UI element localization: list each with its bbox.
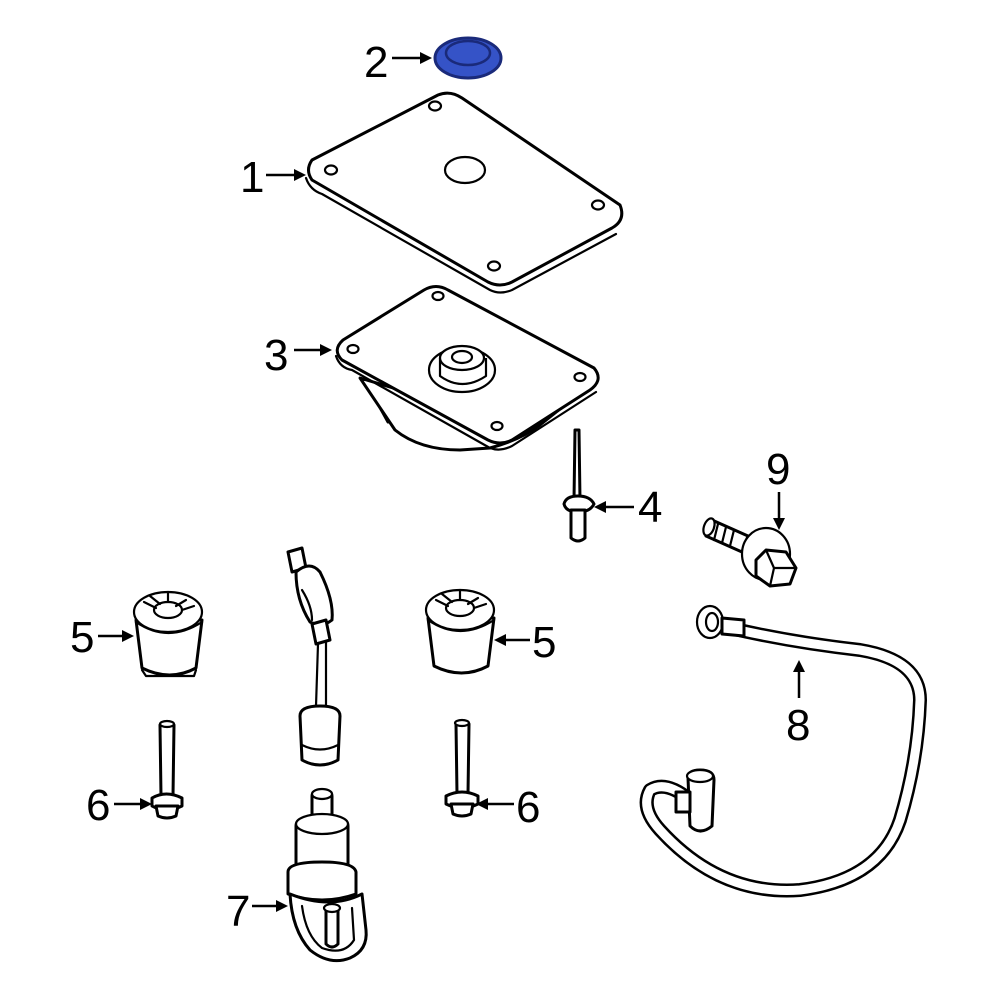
callout-5-left-label: 5 xyxy=(70,613,94,662)
callout-2-label: 2 xyxy=(364,38,388,87)
callout-9: 9 xyxy=(766,445,790,530)
callout-6-right-label: 6 xyxy=(516,783,540,832)
callout-1-label: 1 xyxy=(240,153,264,202)
callout-5-right-label: 5 xyxy=(532,618,556,667)
callout-4: 4 xyxy=(594,483,662,532)
part-4-rivet[interactable] xyxy=(562,428,596,543)
part-7-bracket[interactable] xyxy=(286,787,368,963)
callout-6-right: 6 xyxy=(476,783,540,832)
part-3-carrier-plate[interactable] xyxy=(286,285,600,555)
part-1-cover-plate[interactable] xyxy=(304,91,624,294)
callout-4-label: 4 xyxy=(638,483,662,532)
part-5-bumper-left[interactable] xyxy=(132,590,204,678)
part-9-bolt[interactable] xyxy=(701,517,798,588)
callout-5-left: 5 xyxy=(70,613,134,662)
callout-6-left: 6 xyxy=(86,781,152,830)
callout-5-right: 5 xyxy=(494,618,556,667)
part-6-bolt-left[interactable] xyxy=(150,719,184,820)
callout-2: 2 xyxy=(364,38,432,87)
callout-8: 8 xyxy=(786,660,810,750)
callout-6-left-label: 6 xyxy=(86,781,110,830)
part-8-hose[interactable] xyxy=(639,604,927,898)
part-5-bumper-right[interactable] xyxy=(424,588,496,675)
callout-1: 1 xyxy=(240,153,306,202)
carrier-cable-assembly[interactable] xyxy=(286,546,342,767)
callout-9-label: 9 xyxy=(766,445,790,494)
part-2-plug[interactable] xyxy=(433,36,503,80)
callout-3-label: 3 xyxy=(264,331,288,380)
callout-7-label: 7 xyxy=(226,887,250,936)
part-6-bolt-right[interactable] xyxy=(444,718,480,818)
callout-7: 7 xyxy=(226,887,288,936)
callout-3: 3 xyxy=(264,331,332,380)
callout-8-label: 8 xyxy=(786,701,810,750)
